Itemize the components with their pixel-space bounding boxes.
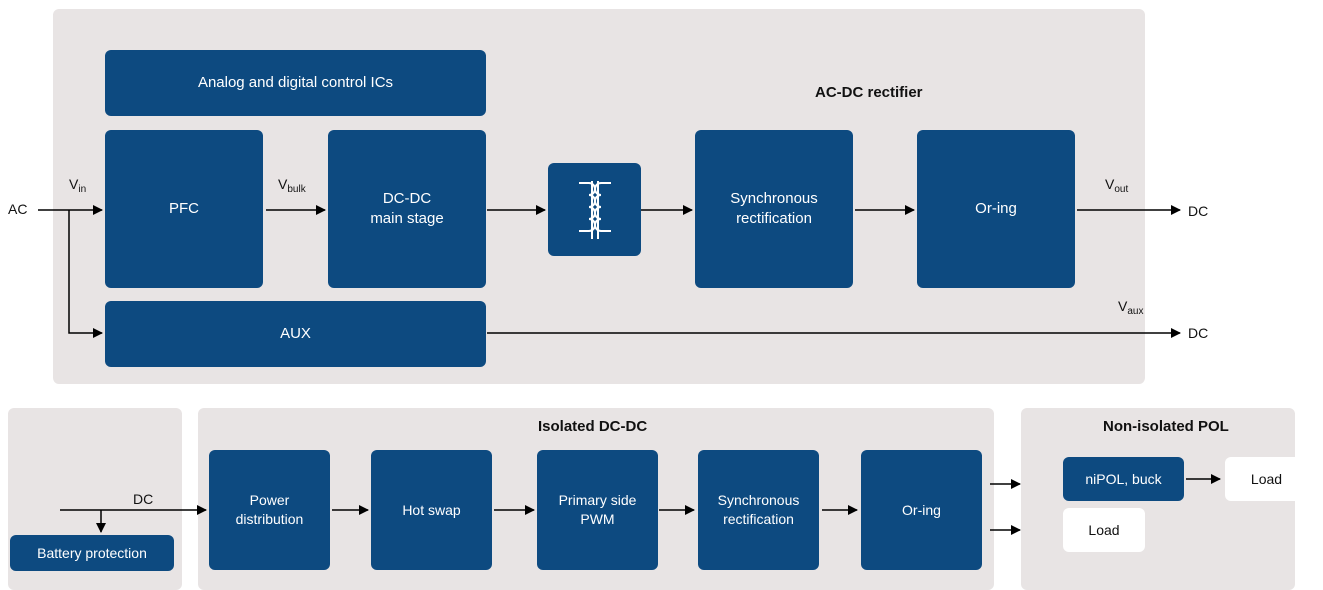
or-ing-block: Or-ing bbox=[917, 130, 1075, 288]
dc-aux-output-label: DC bbox=[1188, 325, 1209, 341]
dcdc-main-stage-block: DC-DC main stage bbox=[328, 130, 486, 288]
load-block-2: Load bbox=[1063, 508, 1145, 552]
ac-dc-rectifier-title: AC-DC rectifier bbox=[815, 84, 923, 101]
load-block-1: Load bbox=[1225, 457, 1308, 501]
power-distribution-block: Power distribution bbox=[209, 450, 330, 570]
ac-input-label: AC bbox=[8, 201, 28, 217]
control-ics-block: Analog and digital control ICs bbox=[105, 50, 486, 116]
transformer-icon bbox=[578, 180, 611, 239]
ac-to-aux-arrow bbox=[68, 210, 103, 338]
vout-label: Vout bbox=[1105, 176, 1129, 195]
vbulk-label: Vbulk bbox=[278, 176, 306, 195]
transformer-block bbox=[548, 163, 641, 256]
vin-label: Vin bbox=[69, 176, 87, 195]
vaux-label: Vaux bbox=[1118, 298, 1144, 317]
hot-swap-block: Hot swap bbox=[371, 450, 492, 570]
dc-output-label: DC bbox=[1188, 203, 1209, 219]
dc-input-label: DC bbox=[133, 491, 154, 507]
isolated-dcdc-title: Isolated DC-DC bbox=[538, 418, 648, 435]
non-isolated-pol-title: Non-isolated POL bbox=[1103, 418, 1229, 435]
synchronous-rectification-block: Synchronous rectification bbox=[695, 130, 853, 288]
primary-side-pwm-block: Primary side PWM bbox=[537, 450, 658, 570]
or-ing-bottom-block: Or-ing bbox=[861, 450, 982, 570]
synchronous-rectification-bottom-block: Synchronous rectification bbox=[698, 450, 819, 570]
battery-protection-block: Battery protection bbox=[10, 535, 174, 571]
aux-block: AUX bbox=[105, 301, 486, 367]
nipol-buck-block: niPOL, buck bbox=[1063, 457, 1184, 501]
pfc-block: PFC bbox=[105, 130, 263, 288]
